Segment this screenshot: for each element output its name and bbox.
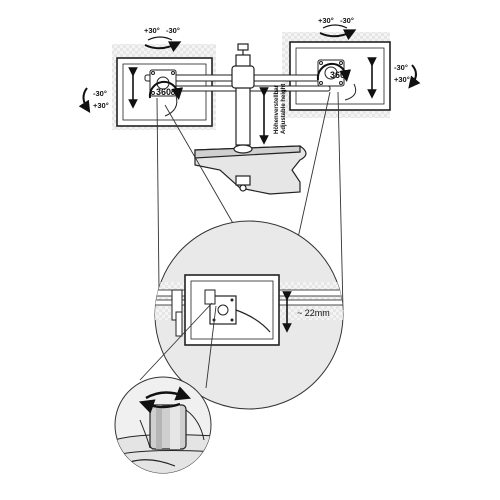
left-top-minus: -30° — [166, 26, 180, 35]
left-top-plus: +30° — [144, 26, 160, 35]
left-rotation-indicator: 360° — [148, 80, 184, 100]
right-rotation-label: 360° — [330, 70, 349, 80]
left-rotation-label: 360° — [156, 87, 175, 97]
left-side-minus: -30° — [93, 89, 107, 98]
right-top-minus: -30° — [340, 16, 354, 25]
desk — [194, 144, 307, 195]
left-side-plus: +30° — [93, 101, 109, 110]
left-top-tilt: +30° -30° — [144, 26, 182, 53]
detail-height-label: ~ 22mm — [297, 308, 330, 318]
pole-label-line2: Adjustable height — [281, 84, 287, 134]
right-rotation-indicator: 360° — [316, 62, 352, 82]
knob-rotation-arrow — [145, 386, 192, 401]
projection-lines — [156, 91, 344, 311]
right-side-plus: +30° — [394, 75, 410, 84]
projection-lines-lower — [139, 302, 217, 389]
stand-pole — [231, 43, 255, 146]
right-top-tilt: +30° -30° — [318, 16, 357, 41]
knob — [149, 404, 187, 450]
right-top-plus: +30° — [318, 16, 334, 25]
right-side-minus: -30° — [394, 63, 408, 72]
left-side-tilt: -30° +30° — [78, 87, 109, 114]
pole-label-line1: Höhenverstellbar — [274, 84, 280, 134]
right-side-tilt: -30° +30° — [394, 63, 421, 89]
